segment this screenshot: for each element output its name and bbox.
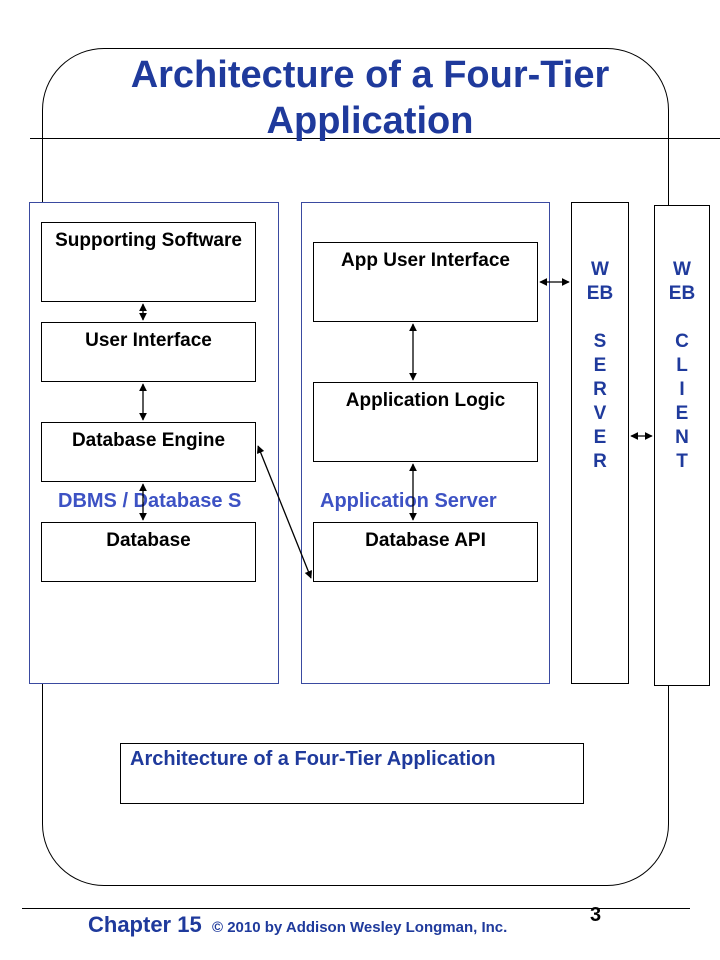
database-api-box: Database API xyxy=(313,522,538,582)
web-client-line: E xyxy=(675,403,689,424)
web-client-panel xyxy=(654,205,710,686)
web-server-line: W xyxy=(591,259,609,280)
web-server-panel xyxy=(571,202,629,684)
slide-title: Architecture of a Four-Tier Application xyxy=(130,54,610,142)
web-client-line: I xyxy=(679,379,685,400)
arrow-engine-to-dbapi xyxy=(256,445,313,579)
chapter-label: Chapter 15 xyxy=(88,912,202,937)
database-box: Database xyxy=(41,522,256,582)
web-server-line: V xyxy=(593,403,607,424)
app-user-interface-box: App User Interface xyxy=(313,242,538,322)
caption-box xyxy=(120,743,584,804)
footer-divider xyxy=(22,908,690,909)
supporting-software-box: Supporting Software xyxy=(41,222,256,302)
web-client-line: N xyxy=(675,427,689,448)
web-client-line: W xyxy=(673,259,691,280)
application-logic-box: Application Logic xyxy=(313,382,538,462)
web-client-line: C xyxy=(675,331,689,352)
web-server-line: R xyxy=(593,451,607,472)
page-number: 3 xyxy=(590,904,602,926)
dbms-panel-label: DBMS / Database S xyxy=(58,490,242,512)
web-server-line: E xyxy=(593,427,607,448)
database-engine-box: Database Engine xyxy=(41,422,256,482)
web-client-line: T xyxy=(676,451,688,472)
web-client-label: W EB C L I E N T xyxy=(654,258,710,474)
web-server-line: R xyxy=(593,379,607,400)
copyright-text: © 2010 by Addison Wesley Longman, Inc. xyxy=(212,919,508,936)
web-client-line: EB xyxy=(668,283,696,304)
web-server-label: W EB S E R V E R xyxy=(571,258,629,474)
user-interface-box: User Interface xyxy=(41,322,256,382)
app-server-panel-label: Application Server xyxy=(320,490,497,512)
caption-text: Architecture of a Four-Tier Application xyxy=(130,748,496,770)
web-client-line: L xyxy=(676,355,688,376)
web-server-line: EB xyxy=(586,283,614,304)
web-server-line: E xyxy=(593,355,607,376)
title-divider xyxy=(30,138,720,139)
web-server-line: S xyxy=(593,331,607,352)
